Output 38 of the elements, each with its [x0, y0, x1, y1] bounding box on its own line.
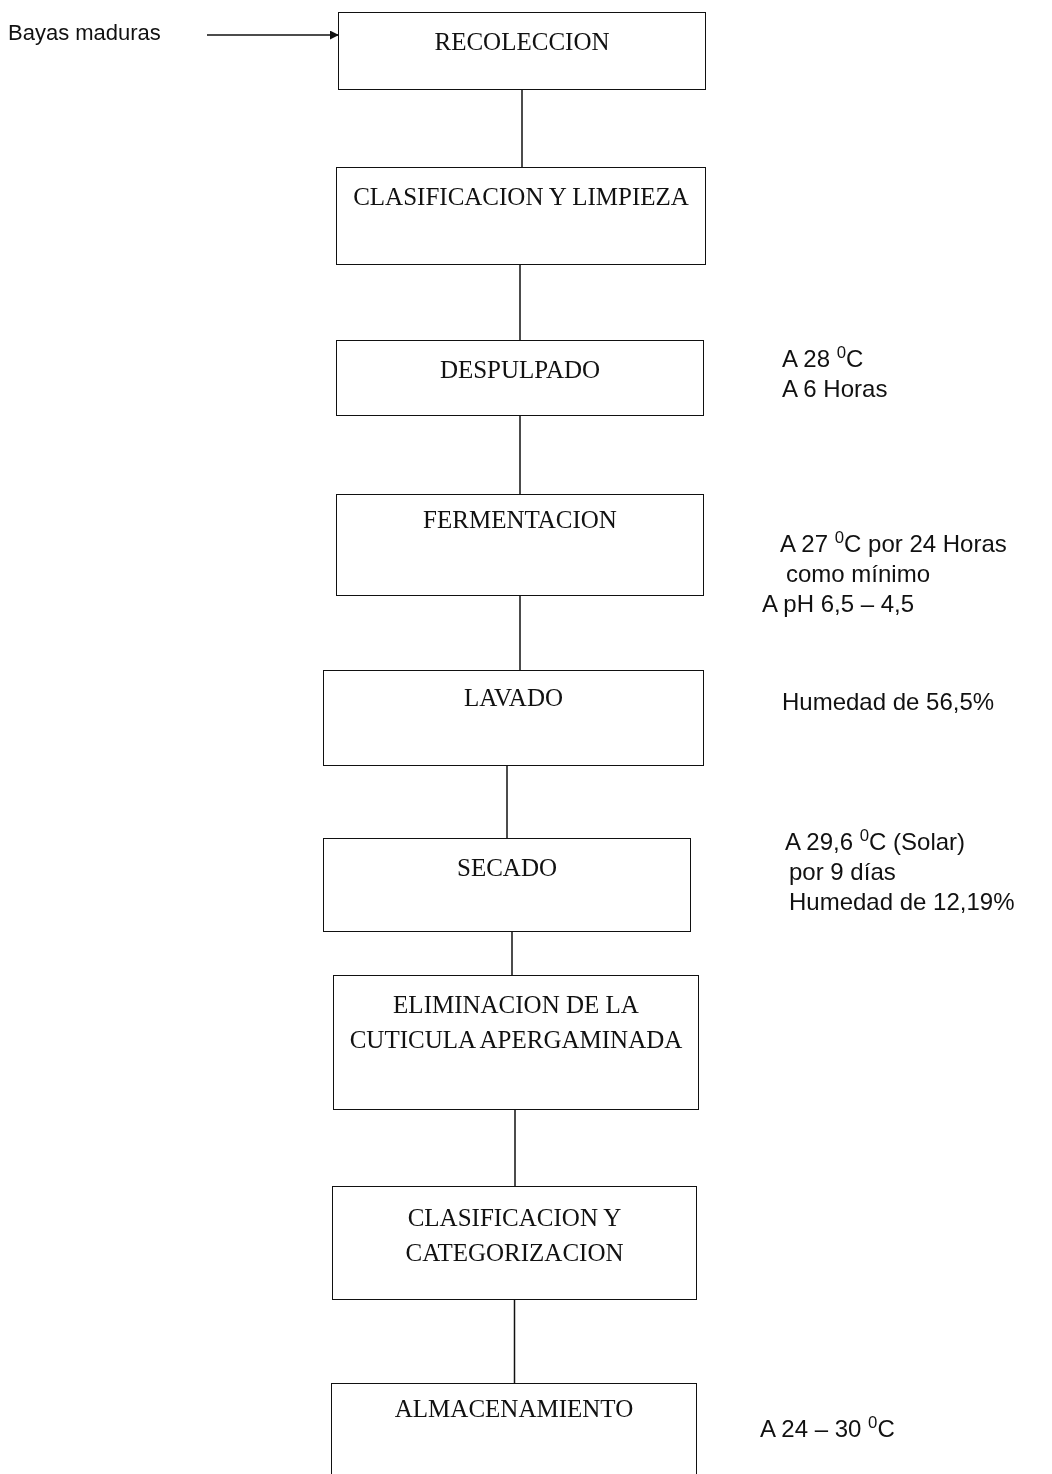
connector-line [506, 765, 508, 839]
process-box [336, 340, 704, 416]
step-label: DESPULPADO [439, 355, 601, 385]
process-box [336, 494, 704, 596]
process-box [323, 838, 691, 932]
connector-line [521, 89, 523, 168]
condition-note: A pH 6,5 – 4,5 [762, 588, 916, 619]
process-box [331, 1383, 697, 1474]
condition-note: A 29,6 $^{0}$C (Solar) [785, 826, 967, 857]
condition-note: como mínimo [786, 559, 932, 589]
process-box [323, 670, 704, 766]
condition-note: Humedad de 12,19% [789, 886, 1015, 917]
connector-line [519, 415, 521, 495]
step-label: CLASIFICACION Y LIMPIEZA [353, 182, 689, 212]
condition-note: por 9 días [789, 857, 897, 887]
process-box [336, 167, 706, 265]
connector-line [514, 1109, 516, 1187]
step-label: LAVADO [463, 683, 564, 713]
condition-note: A 27 $^{0}$C por 24 Horas [780, 528, 1007, 559]
connector-line [513, 1299, 516, 1384]
step-label: ALMACENAMIENTO [394, 1394, 634, 1424]
process-box [332, 1186, 697, 1300]
connector-line [519, 264, 521, 341]
condition-note: A 28 $^{0}$C [782, 343, 865, 374]
condition-note: Humedad de 56,5% [782, 687, 995, 717]
connector-line [511, 931, 513, 976]
process-box [338, 12, 706, 90]
step-label: ELIMINACION DE LA CUTICULA APERGAMINADA [348, 990, 684, 1055]
step-label: FERMENTACION [423, 505, 617, 535]
step-label: CLASIFICACION Y CATEGORIZACION [404, 1203, 625, 1268]
condition-note: A 24 – 30 $^{0}$C [760, 1413, 895, 1444]
condition-note: A 6 Horas [782, 374, 888, 404]
input-label: Bayas maduras [8, 20, 161, 45]
process-box [333, 975, 699, 1110]
connector-line [519, 595, 521, 671]
step-label: RECOLECCION [434, 27, 610, 57]
step-label: SECADO [457, 853, 557, 883]
arrow [206, 30, 339, 40]
